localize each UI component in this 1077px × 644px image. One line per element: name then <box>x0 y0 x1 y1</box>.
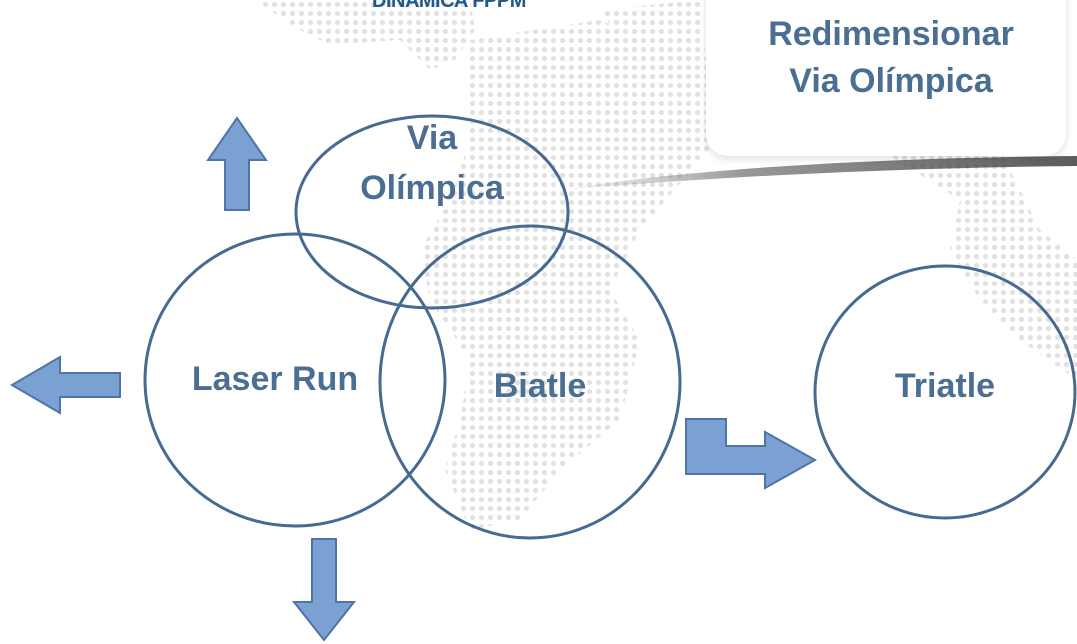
bent-arrow-right-icon <box>685 418 818 490</box>
arrow-left-icon <box>10 355 121 415</box>
triatle-label: Triatle <box>894 367 996 405</box>
via-olimpica-label-line-1: Via <box>406 119 458 157</box>
page-title: DINAMICA FPPM <box>372 0 526 12</box>
circle-biatle <box>378 224 682 540</box>
circle-triatle <box>813 264 1077 520</box>
circle-laser-run <box>143 232 447 528</box>
via-olimpica-label-line-2: Olímpica <box>360 169 504 207</box>
callout-line-2: Via Olímpica <box>789 62 993 100</box>
laser-run-label: Laser Run <box>191 360 359 398</box>
arrow-up-icon <box>206 116 268 211</box>
circle-via-olimpica <box>294 114 570 310</box>
arrow-down-icon <box>291 538 357 642</box>
callout-line-1: Redimensionar <box>768 15 1014 53</box>
callout-shadow <box>560 156 1077 190</box>
biatle-label: Biatle <box>493 367 587 405</box>
callout-box <box>706 0 1066 156</box>
